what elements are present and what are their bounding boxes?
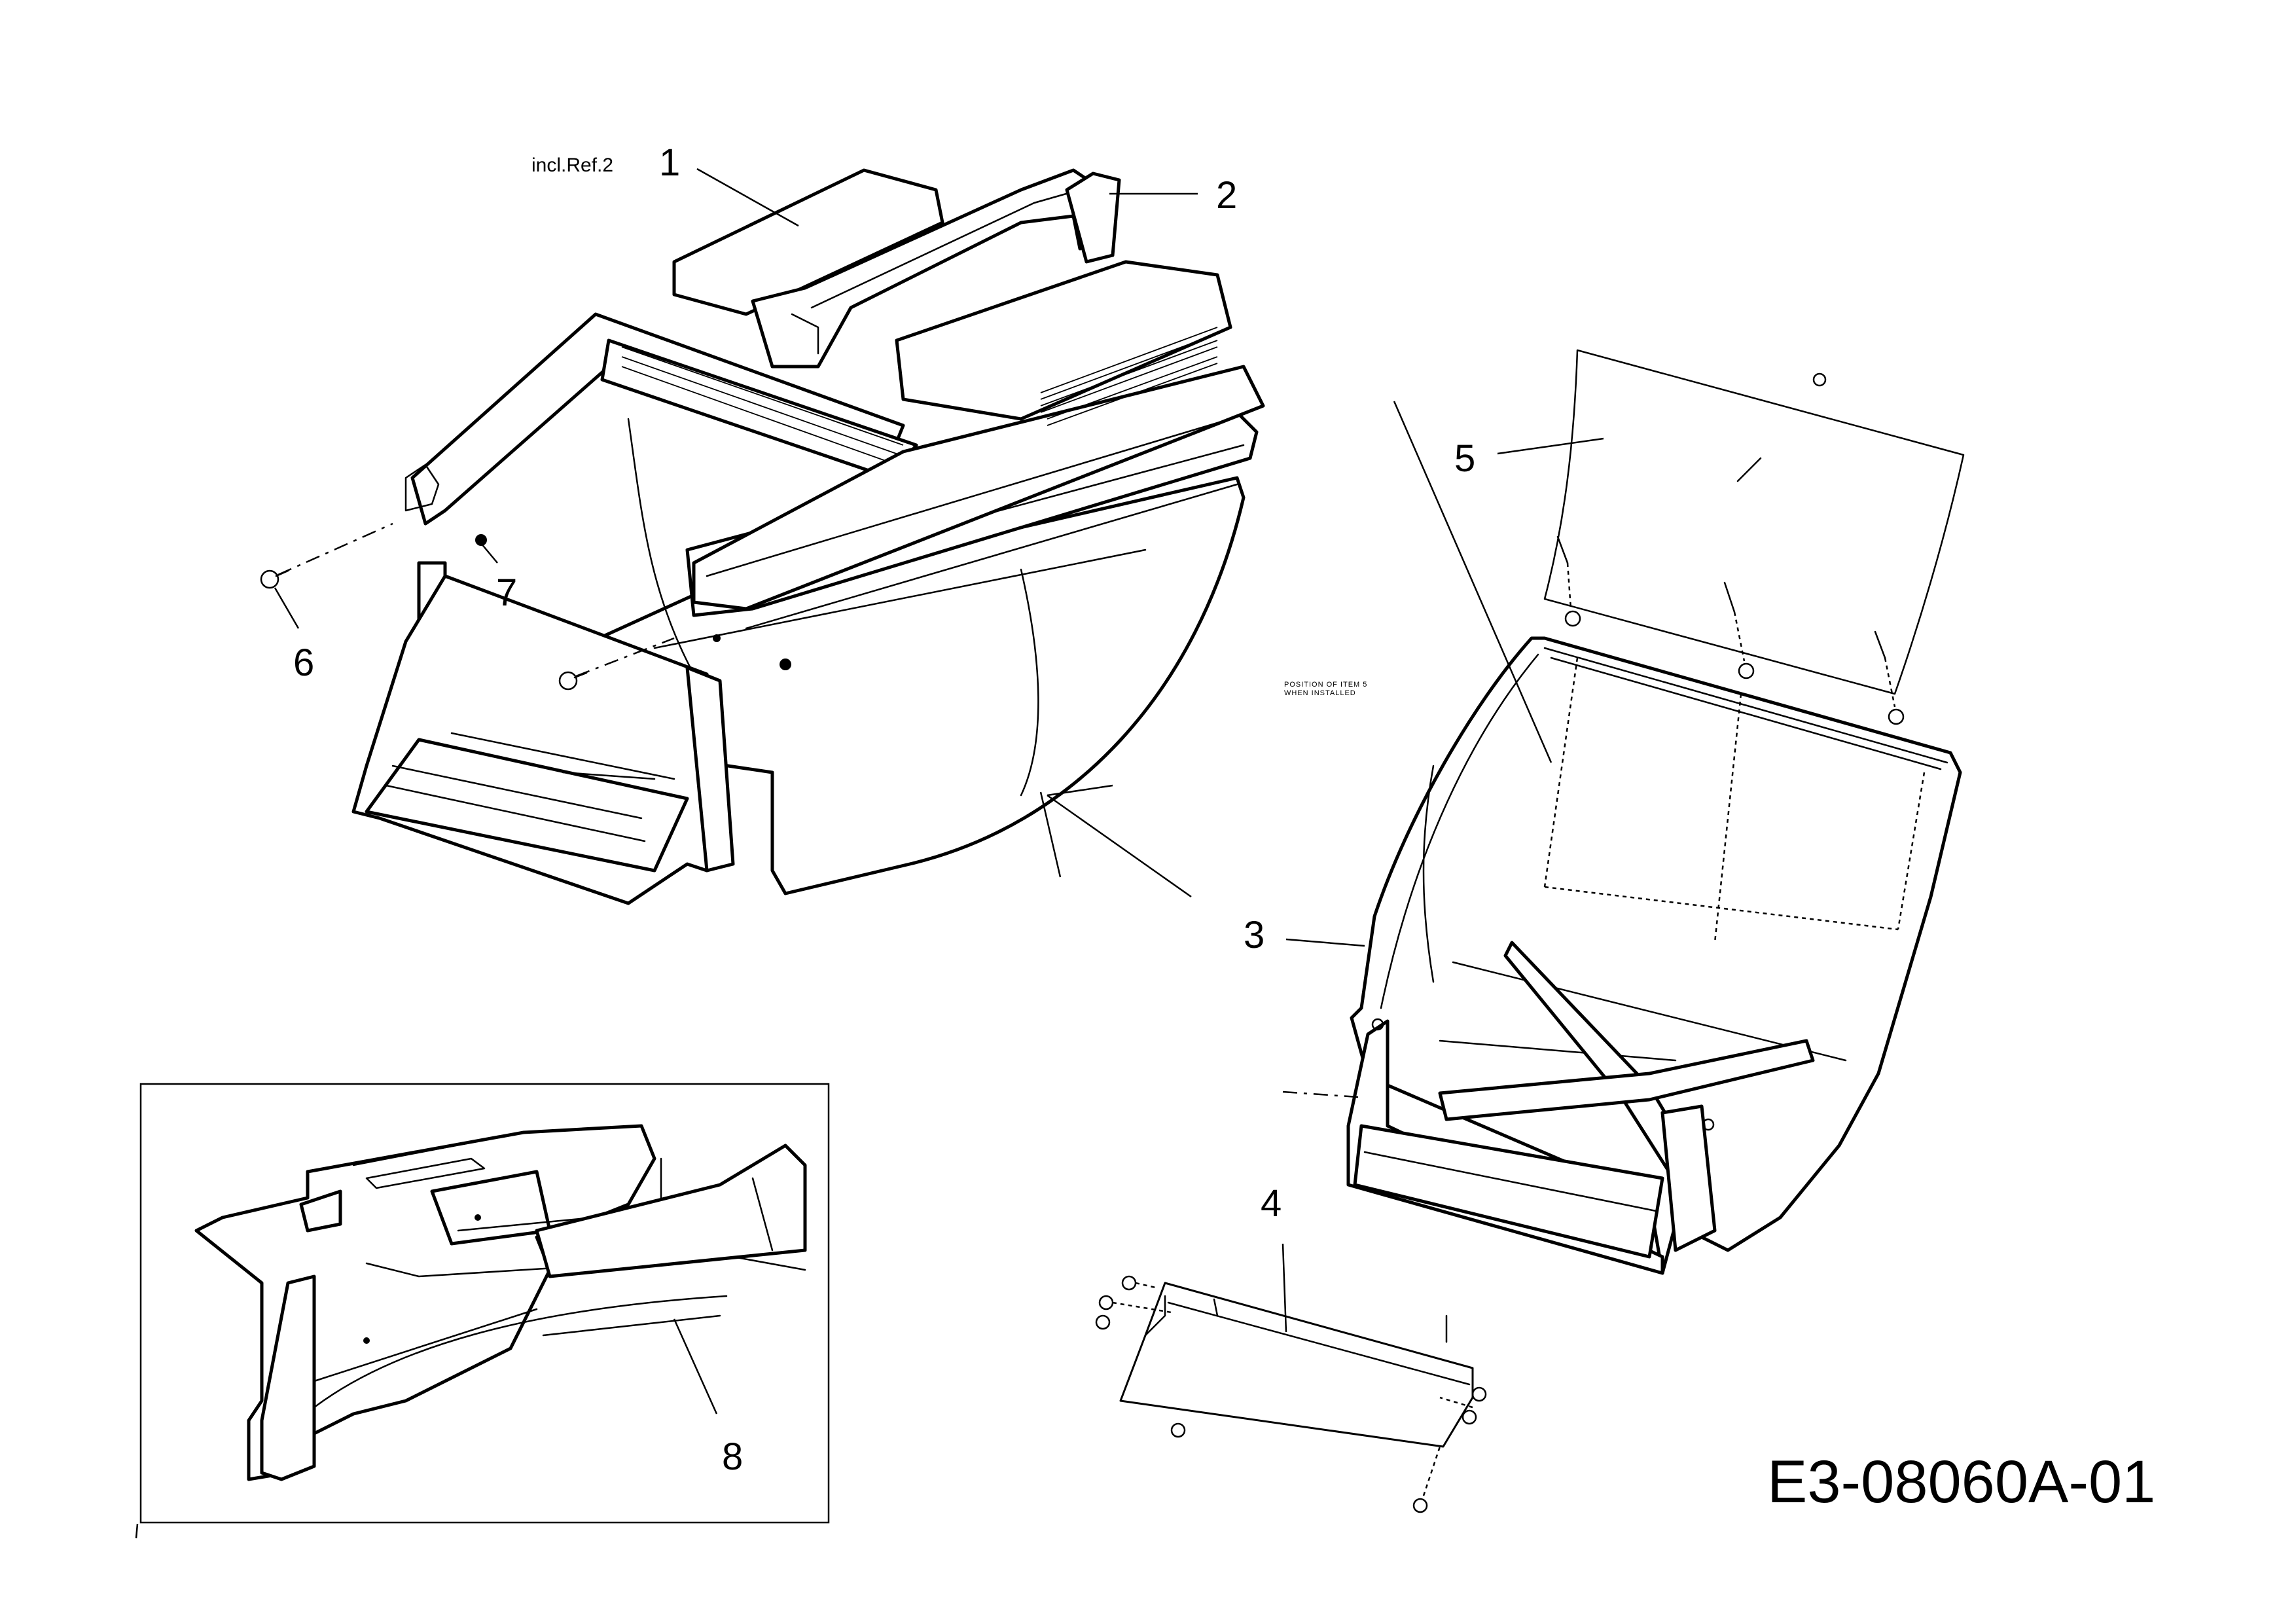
lid-vent-grille <box>1040 327 1218 426</box>
discharge-chute <box>194 1124 807 1481</box>
callout-7: 7 <box>496 571 517 614</box>
callout-5: 5 <box>1454 437 1475 480</box>
drawing-code: E3-08060A-01 <box>1767 1449 2155 1515</box>
callout-2: 2 <box>1216 174 1237 217</box>
cover-panel <box>1543 349 1965 725</box>
inset-frame <box>139 1083 830 1524</box>
carrying-handle <box>751 168 1121 369</box>
position-note-line2: WHEN INSTALLED <box>1284 689 1356 697</box>
callout-4: 4 <box>1261 1182 1282 1225</box>
note-incl-ref: incl.Ref.2 <box>531 154 613 176</box>
position-note-line1: POSITION OF ITEM 5 <box>1284 681 1367 689</box>
callout-6: 6 <box>293 641 314 684</box>
callout-1: 1 <box>659 141 680 184</box>
front-flap <box>1095 1275 1487 1513</box>
mounting-screw <box>260 522 675 691</box>
assembled-grass-catcher <box>351 168 1265 905</box>
callout-3: 3 <box>1244 914 1265 956</box>
callout-8: 8 <box>722 1435 743 1478</box>
bag-frame <box>1346 636 1962 1275</box>
